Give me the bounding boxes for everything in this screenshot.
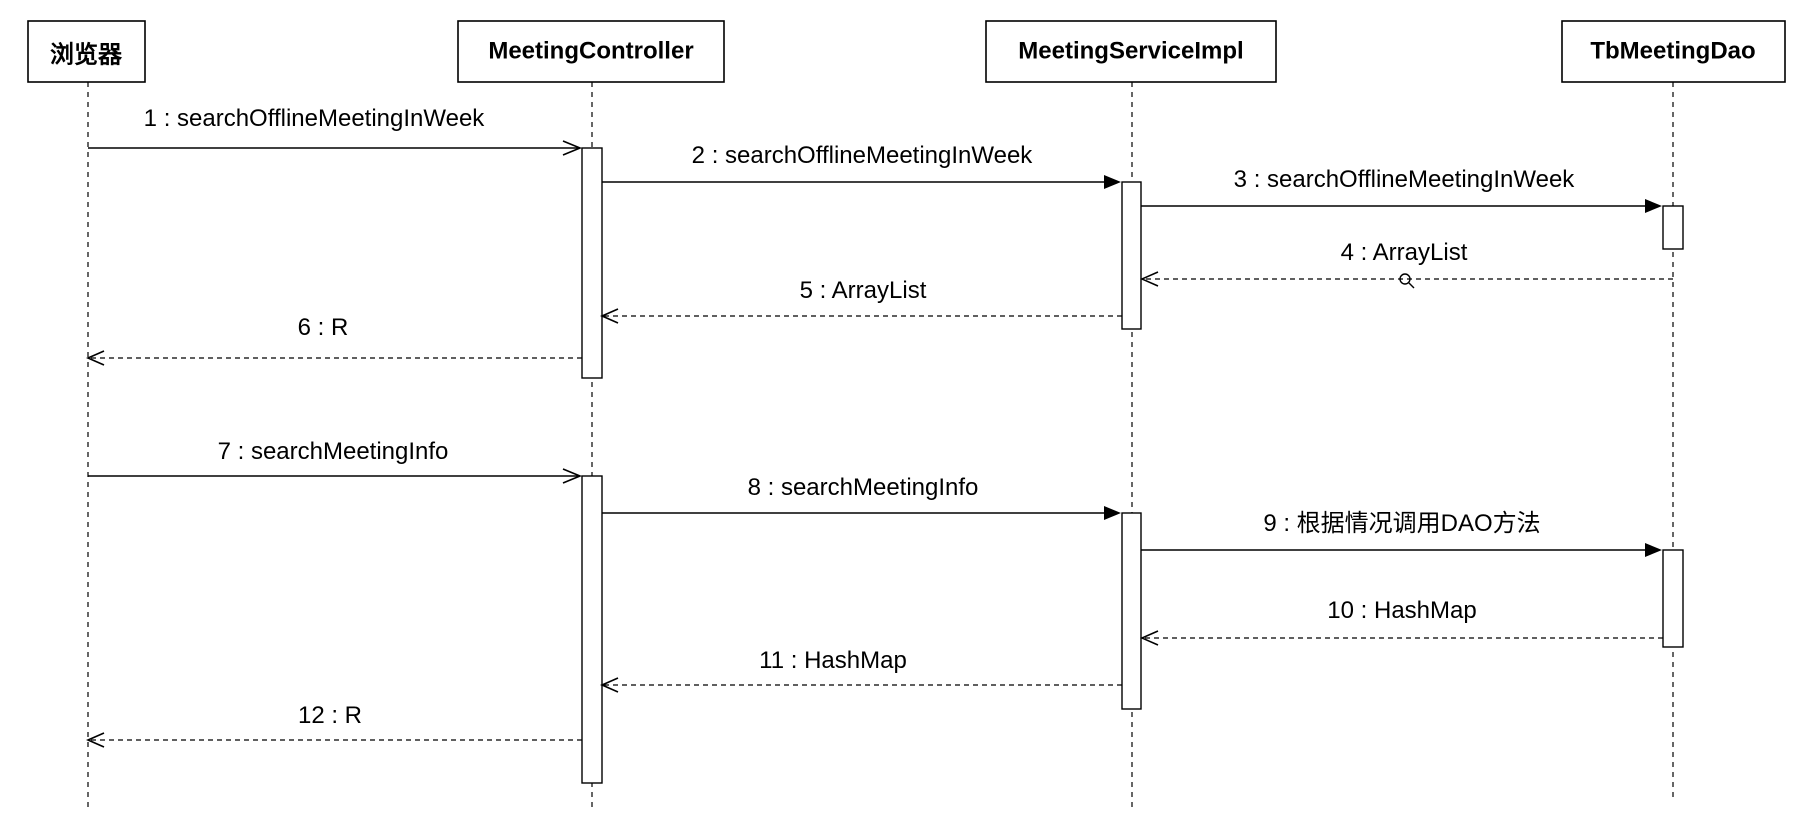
message-10: 10 : HashMap [1140,597,1663,646]
message-11-label: 11 : HashMap [759,647,907,674]
participant-dao-label: TbMeetingDao [1590,37,1755,64]
message-11: 11 : HashMap [600,647,1122,693]
message-2-arrowhead [1104,175,1121,189]
activation-service-2 [1121,512,1142,710]
message-10-label: 10 : HashMap [1327,597,1476,624]
message-9: 9 : 根据情况调用DAO方法 [1141,510,1662,557]
message-1-label: 1 : searchOfflineMeetingInWeek [144,105,486,132]
message-3-label: 3 : searchOfflineMeetingInWeek [1234,166,1576,193]
message-7-label: 7 : searchMeetingInfo [218,438,449,465]
message-9-arrowhead [1645,543,1662,557]
message-5: 5 : ArrayList [600,277,1122,324]
participant-service: MeetingServiceImpl [985,20,1277,83]
message-4: 4 : ArrayList [1140,239,1673,287]
message-2: 2 : searchOfflineMeetingInWeek [602,142,1121,189]
activation-controller-2 [581,475,603,784]
message-4-label: 4 : ArrayList [1341,239,1468,266]
message-6-label: 6 : R [298,314,349,341]
message-12-label: 12 : R [298,702,362,729]
message-8-label: 8 : searchMeetingInfo [748,474,979,501]
activation-controller-1 [581,147,603,379]
message-2-label: 2 : searchOfflineMeetingInWeek [692,142,1034,169]
message-1: 1 : searchOfflineMeetingInWeek [88,105,583,156]
message-8-arrowhead [1104,506,1121,520]
participant-dao: TbMeetingDao [1561,20,1786,83]
activation-dao-2 [1662,549,1684,648]
message-12: 12 : R [86,702,582,748]
activation-service-1 [1121,181,1142,330]
message-3: 3 : searchOfflineMeetingInWeek [1141,166,1662,213]
participant-controller: MeetingController [457,20,725,83]
participant-browser: 浏览器 [27,20,146,83]
message-6: 6 : R [86,314,582,366]
message-9-label: 9 : 根据情况调用DAO方法 [1263,510,1540,537]
activation-dao-1 [1662,205,1684,250]
message-3-arrowhead [1645,199,1662,213]
participant-service-label: MeetingServiceImpl [1018,37,1243,64]
zoom-cursor-icon [1399,273,1415,289]
participant-controller-label: MeetingController [488,37,693,64]
message-5-label: 5 : ArrayList [800,277,927,304]
message-8: 8 : searchMeetingInfo [602,474,1121,520]
participant-browser-label: 浏览器 [50,40,123,68]
message-7: 7 : searchMeetingInfo [88,438,583,484]
